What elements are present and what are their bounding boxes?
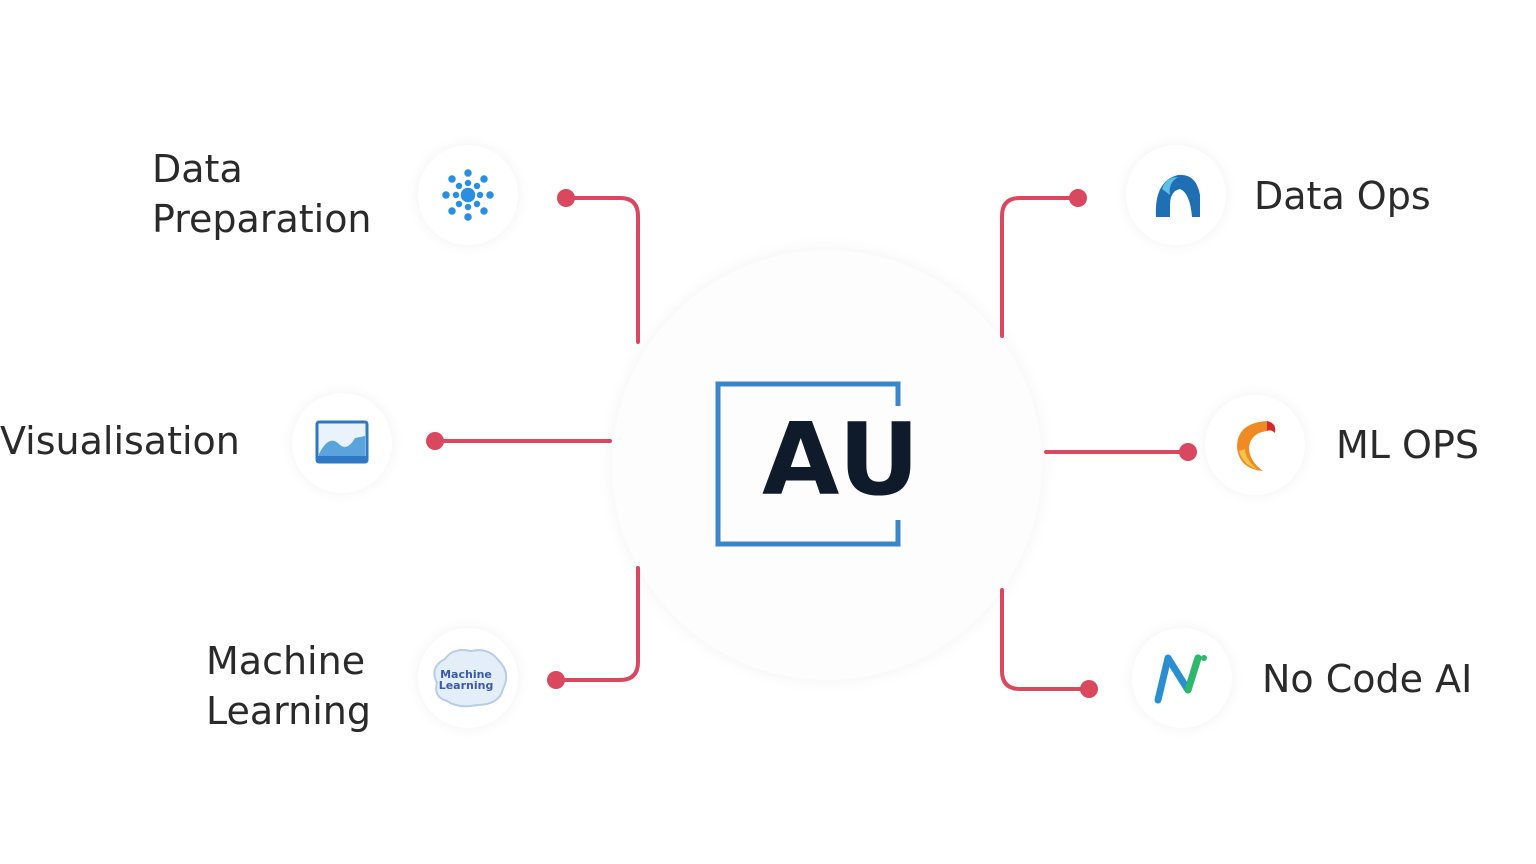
- snowflake-icon: [442, 169, 494, 221]
- connector-dot-ml-ops: [1179, 443, 1197, 461]
- data-ops-logo-icon: [1155, 174, 1200, 217]
- connector-data-preparation: [564, 196, 640, 344]
- data-ops-label: Data Ops: [1254, 174, 1431, 218]
- connector-dot-visualisation: [426, 432, 444, 450]
- visualisation-label: Visualisation: [0, 419, 240, 463]
- machine-learning-icon-circle: Machine Learning: [418, 628, 518, 728]
- no-code-ai-icon-circle: [1132, 628, 1232, 728]
- data-preparation-label: Data Preparation: [152, 147, 372, 241]
- connector-data-ops: [1000, 196, 1080, 338]
- connector-dot-data-preparation: [557, 189, 575, 207]
- data-preparation-icon-circle: [418, 145, 518, 245]
- ml-ops-logo-icon: [1237, 421, 1276, 471]
- connector-machine-learning: [554, 566, 640, 682]
- connector-no-code-ai: [1000, 588, 1091, 691]
- au-logo-frame: [715, 381, 901, 547]
- au-logo-text: AU: [762, 401, 922, 518]
- chart-image-icon: [315, 420, 369, 464]
- no-code-ai-label: No Code AI: [1262, 657, 1473, 701]
- ml-ops-icon-circle: [1205, 395, 1305, 495]
- connector-dot-machine-learning: [547, 671, 565, 689]
- no-code-ai-logo-icon: [1154, 654, 1207, 704]
- data-ops-icon-circle: [1126, 145, 1226, 245]
- connector-dot-no-code-ai: [1080, 680, 1098, 698]
- visualisation-icon-circle: [292, 393, 392, 493]
- ml-ops-label: ML OPS: [1336, 423, 1479, 467]
- center-hub: [612, 250, 1042, 680]
- brain-icon-text: Machine Learning: [438, 668, 494, 692]
- brain-icon: Machine Learning: [425, 643, 511, 713]
- machine-learning-label: Machine Learning: [206, 639, 371, 733]
- connector-dot-data-ops: [1069, 189, 1087, 207]
